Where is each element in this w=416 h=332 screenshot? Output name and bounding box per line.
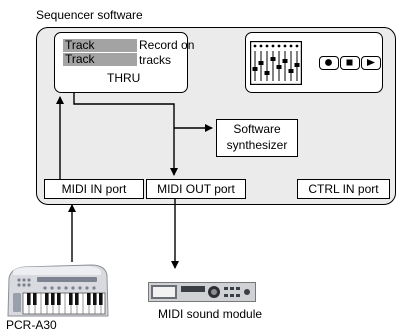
synth-label-line2: synthesizer [226, 138, 288, 152]
sound-module-icon [148, 282, 256, 302]
midi-in-port: MIDI IN port [44, 179, 144, 199]
sound-module-label: MIDI sound module [158, 307, 263, 321]
tracks-label: tracks [139, 53, 172, 67]
stop-icon [346, 59, 353, 66]
thru-label: THRU [107, 71, 141, 85]
record-icon [325, 59, 332, 66]
stop-button[interactable] [340, 56, 360, 70]
keyboard-icon [7, 264, 109, 317]
midi-out-port: MIDI OUT port [146, 179, 246, 199]
synth-label-line1: Software [233, 122, 281, 136]
software-synthesizer-box [216, 119, 298, 157]
track-panel: Track Track Record on tracks THRU [54, 32, 194, 93]
record-on-label: Record on [139, 38, 195, 52]
track-2: Track [63, 53, 137, 66]
software-title: Sequencer software [36, 8, 143, 22]
mixer-icon [250, 41, 302, 85]
play-button[interactable] [361, 56, 381, 70]
play-icon [367, 59, 375, 66]
track-2-name: Track [65, 52, 95, 66]
ctrl-in-port: CTRL IN port [297, 179, 390, 199]
keyboard-label: PCR-A30 [6, 318, 57, 332]
track-1: Track [63, 39, 137, 52]
record-button[interactable] [319, 56, 339, 70]
track-1-name: Track [65, 38, 95, 52]
